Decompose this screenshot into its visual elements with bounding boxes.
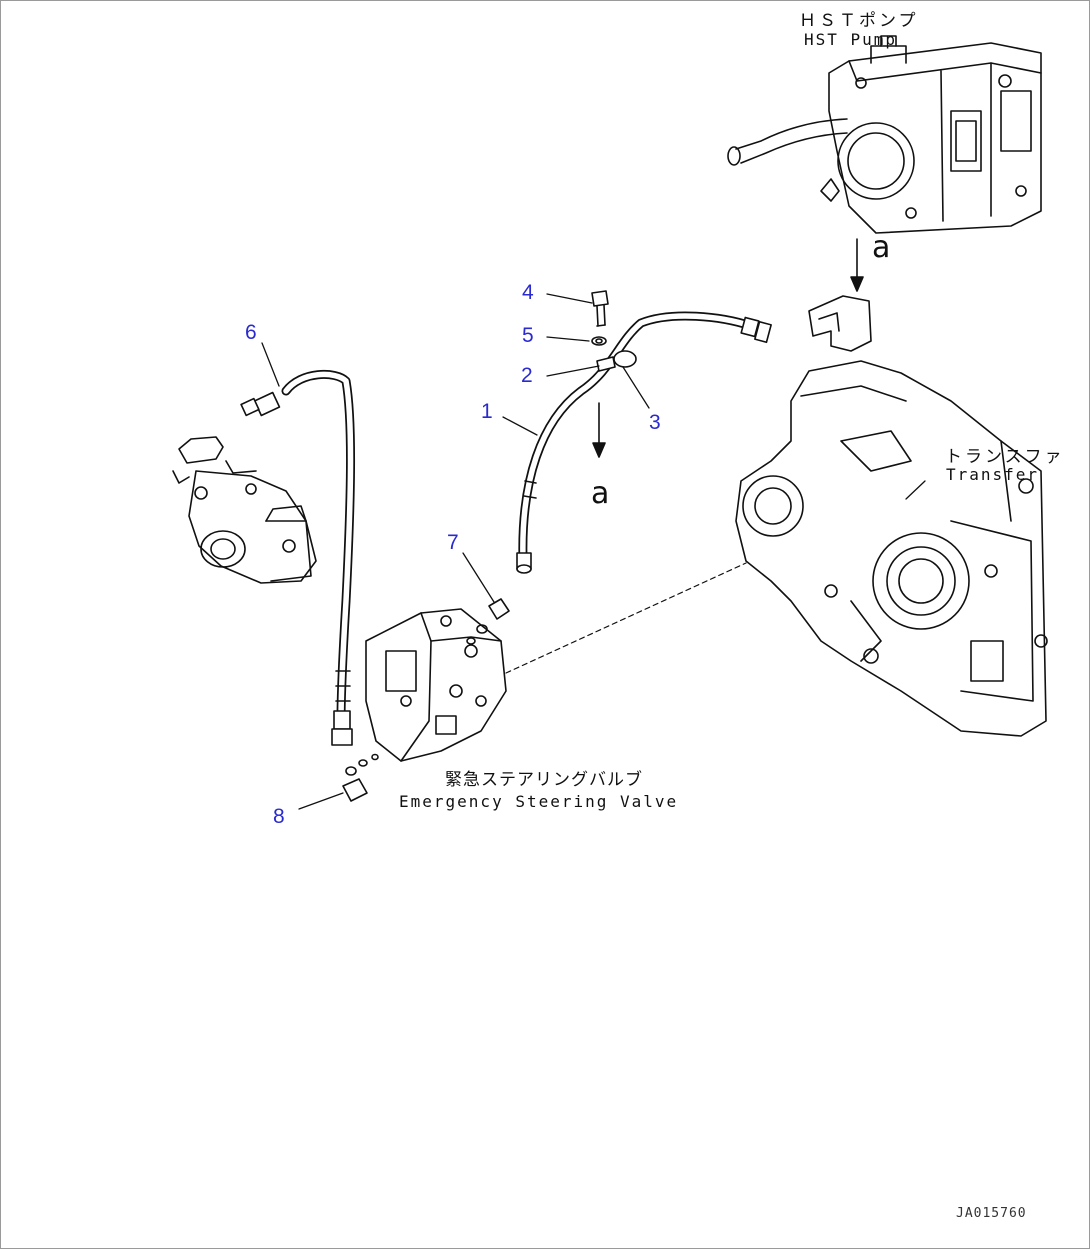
hose-6-drawing xyxy=(240,369,356,746)
view-mark-top: a xyxy=(872,230,891,265)
connection-dashed-line xyxy=(505,562,747,674)
transfer-drawing xyxy=(735,295,1048,737)
callout-1[interactable]: 1 xyxy=(481,400,493,423)
leader-lines xyxy=(261,293,926,810)
transfer-label-jp: トランスファ xyxy=(945,447,1065,467)
callout-5[interactable]: 5 xyxy=(522,324,534,347)
callout-6[interactable]: 6 xyxy=(245,321,257,344)
view-arrow-top xyxy=(850,238,864,292)
clamp-drawing xyxy=(596,350,637,372)
fitting-8-drawing xyxy=(342,753,379,802)
hst-pump-label-jp: ＨＳＴポンプ xyxy=(799,11,919,31)
bolt-drawing xyxy=(591,290,609,346)
transfer-label-en: Transfer xyxy=(946,465,1040,484)
hst-pump-drawing xyxy=(727,35,1042,234)
callout-3[interactable]: 3 xyxy=(649,411,661,434)
steering-unit-drawing xyxy=(172,436,317,584)
view-mark-middle: a xyxy=(591,476,610,511)
callout-4[interactable]: 4 xyxy=(522,281,534,304)
hst-pump-label-en: HST Pump xyxy=(804,30,898,49)
view-arrow-middle xyxy=(592,402,606,458)
drawing-code: JA015760 xyxy=(956,1206,1027,1221)
elbow-7-drawing xyxy=(466,598,510,645)
callout-8[interactable]: 8 xyxy=(273,805,285,828)
hose-1-drawing xyxy=(516,311,772,574)
emergency-valve-label-jp: 緊急ステアリングバルブ xyxy=(445,770,643,790)
callout-2[interactable]: 2 xyxy=(521,364,533,387)
emergency-valve-drawing xyxy=(365,608,507,762)
emergency-valve-label-en: Emergency Steering Valve xyxy=(399,792,679,811)
callout-7[interactable]: 7 xyxy=(447,531,459,554)
